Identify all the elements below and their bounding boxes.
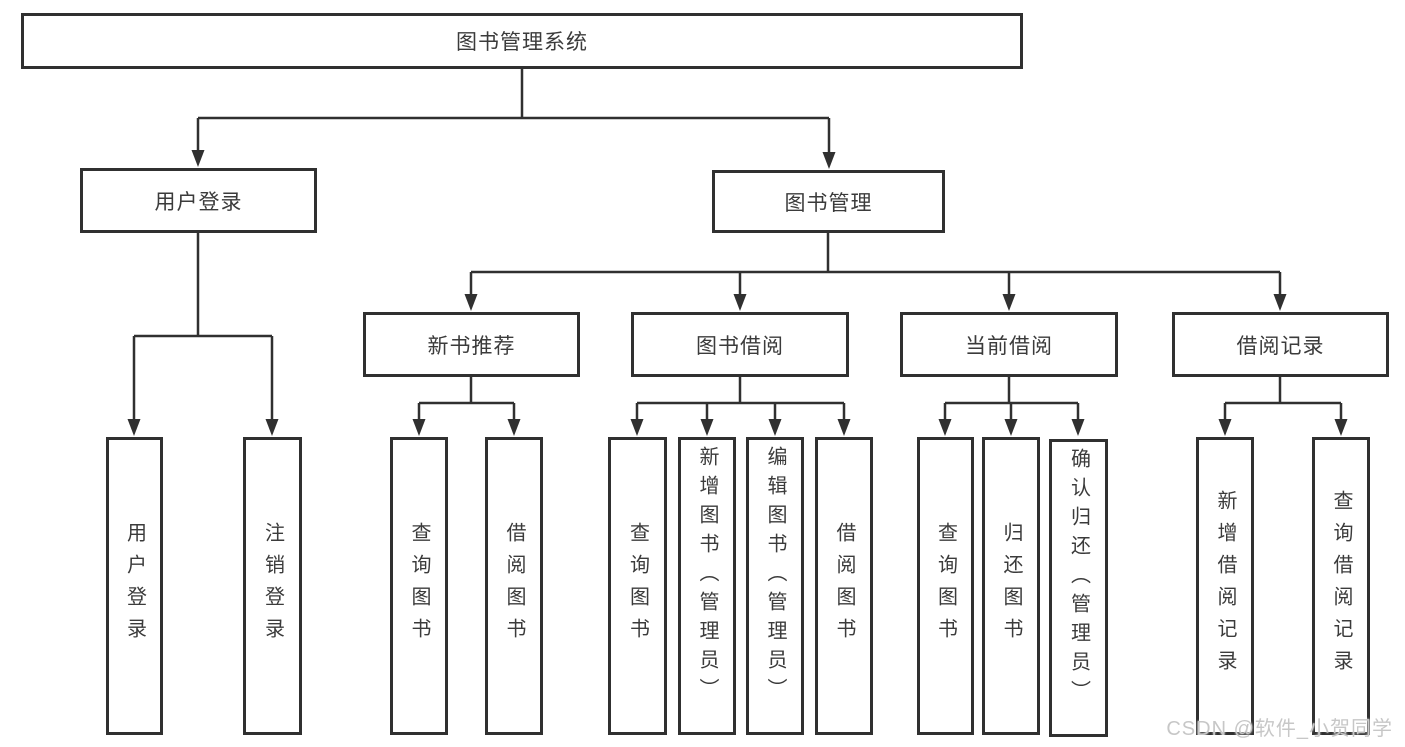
node-root-label: 图书管理系统 xyxy=(456,31,588,54)
leaf-current-query-book-label: 查询图书 xyxy=(934,522,957,650)
leaf-add-borrow-record: 新增借阅记录 xyxy=(1196,437,1254,735)
leaf-borrowing-query-book: 查询图书 xyxy=(608,437,667,735)
node-root-system: 图书管理系统 xyxy=(21,13,1023,69)
leaf-confirm-return-admin: 确认归还（管理员） xyxy=(1049,439,1108,737)
leaf-recommend-borrow-book-label: 借阅图书 xyxy=(503,522,525,650)
node-book-borrowing: 图书借阅 xyxy=(631,312,849,377)
leaf-query-borrow-record: 查询借阅记录 xyxy=(1312,437,1370,735)
node-book-management-label: 图书管理 xyxy=(784,191,873,215)
leaf-edit-book-admin-label: 编辑图书（管理员） xyxy=(764,446,786,707)
leaf-confirm-return-admin-label: 确认归还（管理员） xyxy=(1067,448,1090,709)
leaf-logout: 注销登录 xyxy=(243,437,302,735)
node-current-borrowing: 当前借阅 xyxy=(900,312,1118,377)
node-user-login-label: 用户登录 xyxy=(154,190,243,214)
leaf-recommend-query-book-label: 查询图书 xyxy=(408,522,430,650)
leaf-add-book-admin: 新增图书（管理员） xyxy=(678,437,736,735)
leaf-add-borrow-record-label: 新增借阅记录 xyxy=(1214,490,1236,682)
leaf-add-book-admin-label: 新增图书（管理员） xyxy=(696,446,718,707)
node-current-borrowing-label: 当前借阅 xyxy=(965,334,1053,358)
leaf-return-book-label: 归还图书 xyxy=(1000,522,1022,650)
node-book-borrowing-label: 图书借阅 xyxy=(696,334,784,358)
node-book-management: 图书管理 xyxy=(712,170,945,233)
leaf-borrowing-query-book-label: 查询图书 xyxy=(626,522,649,650)
leaf-return-book: 归还图书 xyxy=(982,437,1040,735)
node-borrowing-records-label: 借阅记录 xyxy=(1236,334,1325,358)
node-new-book-recommend-label: 新书推荐 xyxy=(427,334,516,358)
node-user-login: 用户登录 xyxy=(80,168,317,233)
leaf-current-query-book: 查询图书 xyxy=(917,437,974,735)
leaf-query-borrow-record-label: 查询借阅记录 xyxy=(1330,490,1352,682)
leaf-borrowing-borrow-book-label: 借阅图书 xyxy=(833,522,855,650)
leaf-recommend-borrow-book: 借阅图书 xyxy=(485,437,543,735)
leaf-user-login: 用户登录 xyxy=(106,437,163,735)
leaf-edit-book-admin: 编辑图书（管理员） xyxy=(746,437,804,735)
leaf-recommend-query-book: 查询图书 xyxy=(390,437,448,735)
leaf-logout-label: 注销登录 xyxy=(261,522,284,650)
leaf-user-login-label: 用户登录 xyxy=(123,522,146,650)
leaf-borrowing-borrow-book: 借阅图书 xyxy=(815,437,873,735)
node-borrowing-records: 借阅记录 xyxy=(1172,312,1389,377)
node-new-book-recommend: 新书推荐 xyxy=(363,312,580,377)
